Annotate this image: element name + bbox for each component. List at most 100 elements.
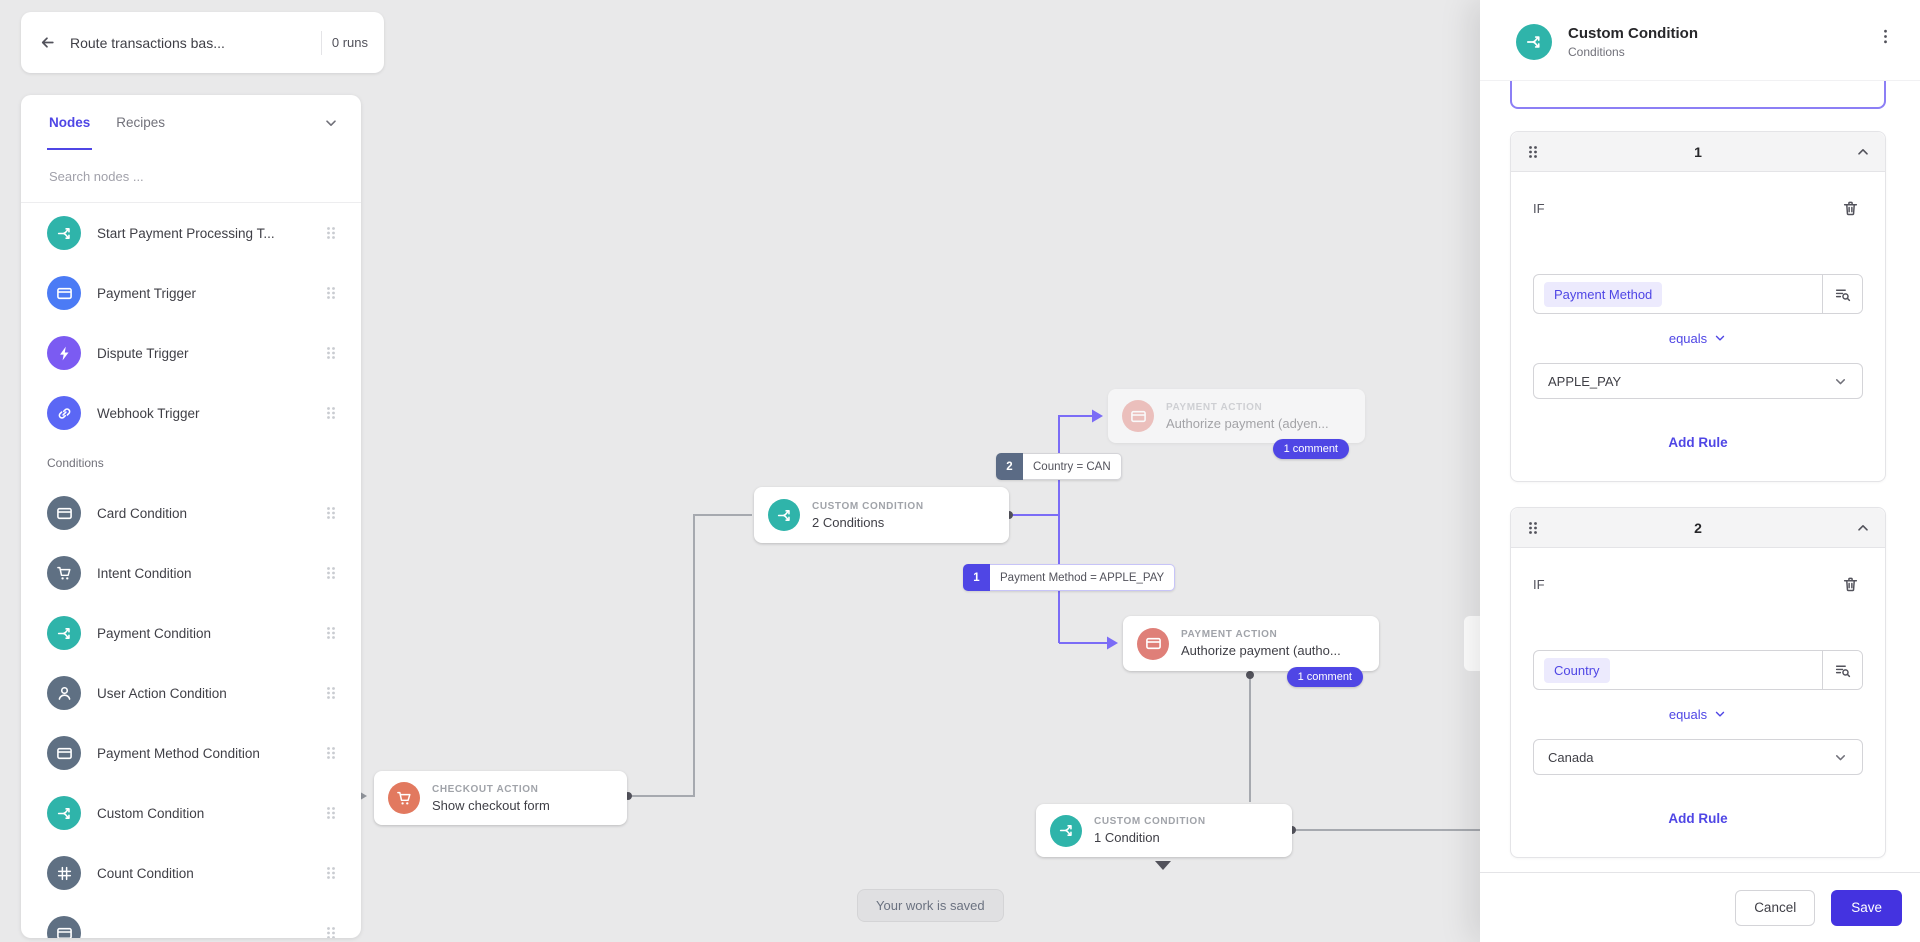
- branch-icon: [47, 796, 81, 830]
- add-rule-button[interactable]: Add Rule: [1668, 435, 1728, 450]
- drag-handle-icon[interactable]: [323, 865, 339, 881]
- branch-icon: [1516, 24, 1552, 60]
- operator-dropdown[interactable]: equals: [1533, 326, 1863, 350]
- back-arrow-icon: [39, 34, 56, 51]
- node-list: Start Payment Processing T...Payment Tri…: [21, 203, 361, 938]
- field-input[interactable]: Payment Method: [1533, 274, 1863, 314]
- sidebar-item-intent-condition[interactable]: Intent Condition: [21, 543, 361, 603]
- node-1-condition[interactable]: CUSTOM CONDITION 1 Condition: [1036, 804, 1292, 857]
- save-button[interactable]: Save: [1831, 889, 1902, 926]
- drag-handle-icon[interactable]: [323, 625, 339, 641]
- search-nodes-input[interactable]: [47, 167, 335, 185]
- tab-recipes[interactable]: Recipes: [116, 115, 166, 130]
- panel-subtitle: Conditions: [1568, 45, 1625, 59]
- value-label: Canada: [1548, 749, 1594, 765]
- sidebar-item-dispute-trigger[interactable]: Dispute Trigger: [21, 323, 361, 383]
- drag-handle-icon[interactable]: [323, 925, 339, 938]
- node-type-label: CUSTOM CONDITION: [1094, 816, 1206, 827]
- trash-icon: [1842, 200, 1859, 217]
- delete-group-button[interactable]: [1838, 196, 1863, 221]
- comment-badge[interactable]: 1 comment: [1272, 439, 1349, 459]
- group-number: 2: [1694, 519, 1702, 536]
- sidebar-item-user-action-condition[interactable]: User Action Condition: [21, 663, 361, 723]
- field-picker-button[interactable]: [1822, 651, 1862, 689]
- kebab-menu-button[interactable]: [1873, 24, 1898, 49]
- sidebar-item-payment-trigger[interactable]: Payment Trigger: [21, 263, 361, 323]
- drag-handle-icon[interactable]: [1525, 520, 1541, 536]
- card-icon: [47, 276, 81, 310]
- drag-handle-icon[interactable]: [323, 225, 339, 241]
- node-type-label: CHECKOUT ACTION: [432, 783, 539, 795]
- sidebar-item-label: Payment Condition: [97, 625, 212, 641]
- value-select[interactable]: Canada: [1533, 739, 1863, 775]
- sidebar-item-label: Payment Method Condition: [97, 745, 260, 761]
- sidebar-item-count-condition[interactable]: Count Condition: [21, 843, 361, 903]
- node-title: 2 Conditions: [812, 514, 885, 530]
- drag-handle-icon[interactable]: [323, 745, 339, 761]
- sidebar-item-webhook-trigger[interactable]: Webhook Trigger: [21, 383, 361, 443]
- field-chip[interactable]: Payment Method: [1544, 281, 1663, 307]
- trash-icon: [1842, 576, 1859, 593]
- edge-condition-text: Payment Method = APPLE_PAY: [990, 564, 1176, 591]
- node-editor-panel: Custom Condition Conditions 1 IF: [1480, 0, 1920, 942]
- operator-label: equals: [1668, 706, 1708, 722]
- edge-number-badge: 1: [963, 564, 990, 591]
- chevron-down-icon: [1833, 750, 1848, 765]
- value-select[interactable]: APPLE_PAY: [1533, 363, 1863, 399]
- drag-handle-icon[interactable]: [323, 685, 339, 701]
- kebab-icon: [1877, 28, 1894, 45]
- lightning-icon: [47, 336, 81, 370]
- sidebar-item-start-payment-processing-t[interactable]: Start Payment Processing T...: [21, 203, 361, 263]
- sidebar-section-label: Conditions: [47, 456, 104, 470]
- drag-handle-icon[interactable]: [323, 805, 339, 821]
- chevron-down-icon[interactable]: [323, 115, 339, 131]
- condition-group-header[interactable]: 2: [1511, 508, 1885, 548]
- drag-handle-icon[interactable]: [323, 345, 339, 361]
- branch-icon: [768, 499, 800, 531]
- node-type-label: PAYMENT ACTION: [1166, 401, 1263, 413]
- drag-handle-icon[interactable]: [323, 405, 339, 421]
- drag-handle-icon[interactable]: [323, 285, 339, 301]
- chevron-up-icon[interactable]: [1855, 144, 1871, 160]
- field-picker-button[interactable]: [1822, 275, 1862, 313]
- condition-group-1: 1 IF Payment Method: [1510, 131, 1886, 482]
- chevron-up-icon[interactable]: [1855, 520, 1871, 536]
- sidebar-item-payment-method-condition[interactable]: Payment Method Condition: [21, 723, 361, 783]
- sidebar-item-label: Card Condition: [97, 505, 188, 521]
- cart-icon: [388, 782, 420, 814]
- condition-group-header[interactable]: 1: [1511, 132, 1885, 172]
- sidebar-item-item[interactable]: [21, 903, 361, 938]
- group-number: 1: [1694, 143, 1702, 160]
- back-button[interactable]: [35, 30, 60, 55]
- scrolled-field-partial: [1510, 81, 1886, 109]
- sidebar-item-payment-condition[interactable]: Payment Condition: [21, 603, 361, 663]
- drag-handle-icon[interactable]: [323, 565, 339, 581]
- drag-handle-icon[interactable]: [1525, 144, 1541, 160]
- tab-nodes[interactable]: Nodes: [47, 95, 93, 150]
- operator-dropdown[interactable]: equals: [1533, 702, 1863, 726]
- panel-body: 1 IF Payment Method: [1480, 81, 1920, 872]
- cancel-button[interactable]: Cancel: [1735, 889, 1816, 926]
- sidebar-item-card-condition[interactable]: Card Condition: [21, 483, 361, 543]
- if-label: IF: [1533, 200, 1545, 216]
- branch-icon: [1050, 814, 1082, 847]
- add-rule-button[interactable]: Add Rule: [1668, 811, 1728, 826]
- field-input[interactable]: Country: [1533, 650, 1863, 690]
- sidebar-item-label: Count Condition: [97, 865, 194, 881]
- comment-badge[interactable]: 1 comment: [1286, 667, 1363, 687]
- node-title: 1 Condition: [1094, 830, 1160, 845]
- save-status-toast: Your work is saved: [857, 889, 1004, 922]
- sidebar-item-custom-condition[interactable]: Custom Condition: [21, 783, 361, 843]
- operator-label: equals: [1668, 330, 1708, 346]
- user-icon: [47, 676, 81, 710]
- drag-handle-icon[interactable]: [323, 505, 339, 521]
- delete-group-button[interactable]: [1838, 572, 1863, 597]
- field-chip[interactable]: Country: [1544, 657, 1610, 683]
